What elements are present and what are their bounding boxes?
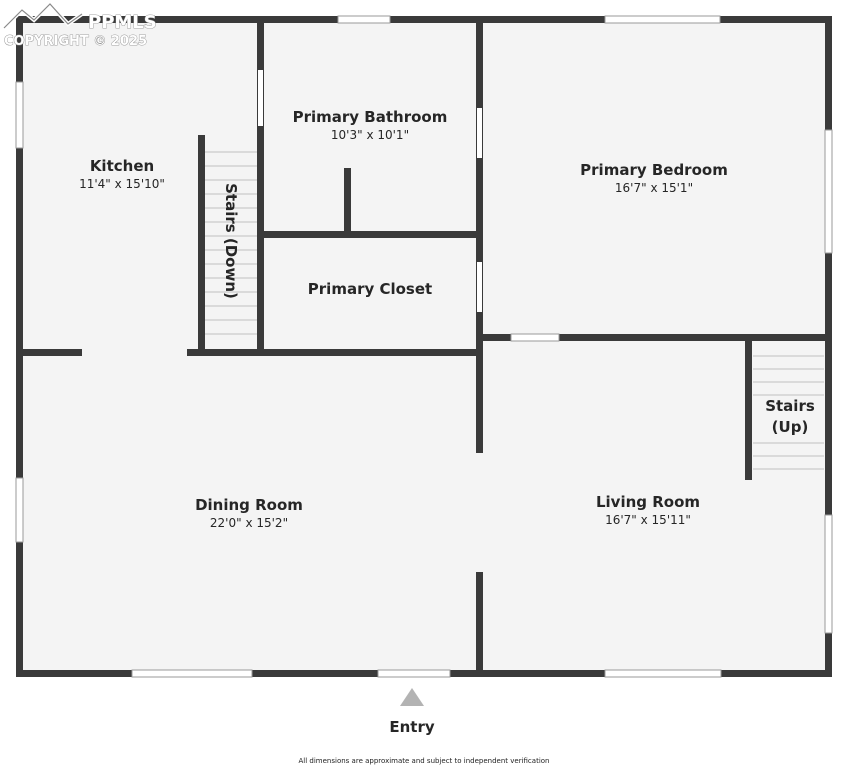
watermark-logo-text: PPMLS [88, 12, 157, 33]
stairs-up-treads [753, 355, 824, 470]
stairs-down-treads [205, 151, 257, 335]
watermark-copyright: COPYRIGHT © 2025 [4, 34, 147, 49]
primary-bedroom-dimensions: 16'7" x 15'1" [615, 181, 693, 195]
stairs-up-label-line1: Stairs [765, 397, 815, 415]
floor-area [16, 16, 832, 677]
dining-room-label: Dining Room [195, 496, 303, 514]
dining-room-dimensions: 22'0" x 15'2" [210, 516, 288, 530]
disclaimer-text: All dimensions are approximate and subje… [299, 757, 550, 765]
entry-label: Entry [389, 718, 434, 736]
stairs-down-label: Stairs (Down) [222, 183, 240, 299]
stairs-up-label-line2: (Up) [772, 418, 809, 436]
entry-arrow-icon [400, 688, 424, 706]
watermark-logo: PPMLS COPYRIGHT © 2025 [2, 1, 157, 49]
living-room-label: Living Room [596, 493, 700, 511]
windows [15, 15, 833, 678]
primary-bathroom-label: Primary Bathroom [293, 108, 448, 126]
door-openings [258, 70, 482, 312]
primary-closet-label: Primary Closet [308, 280, 432, 298]
kitchen-label: Kitchen [90, 157, 154, 175]
kitchen-dimensions: 11'4" x 15'10" [79, 177, 165, 191]
living-room-dimensions: 16'7" x 15'11" [605, 513, 691, 527]
primary-bedroom-label: Primary Bedroom [580, 161, 728, 179]
primary-bathroom-dimensions: 10'3" x 10'1" [331, 128, 409, 142]
